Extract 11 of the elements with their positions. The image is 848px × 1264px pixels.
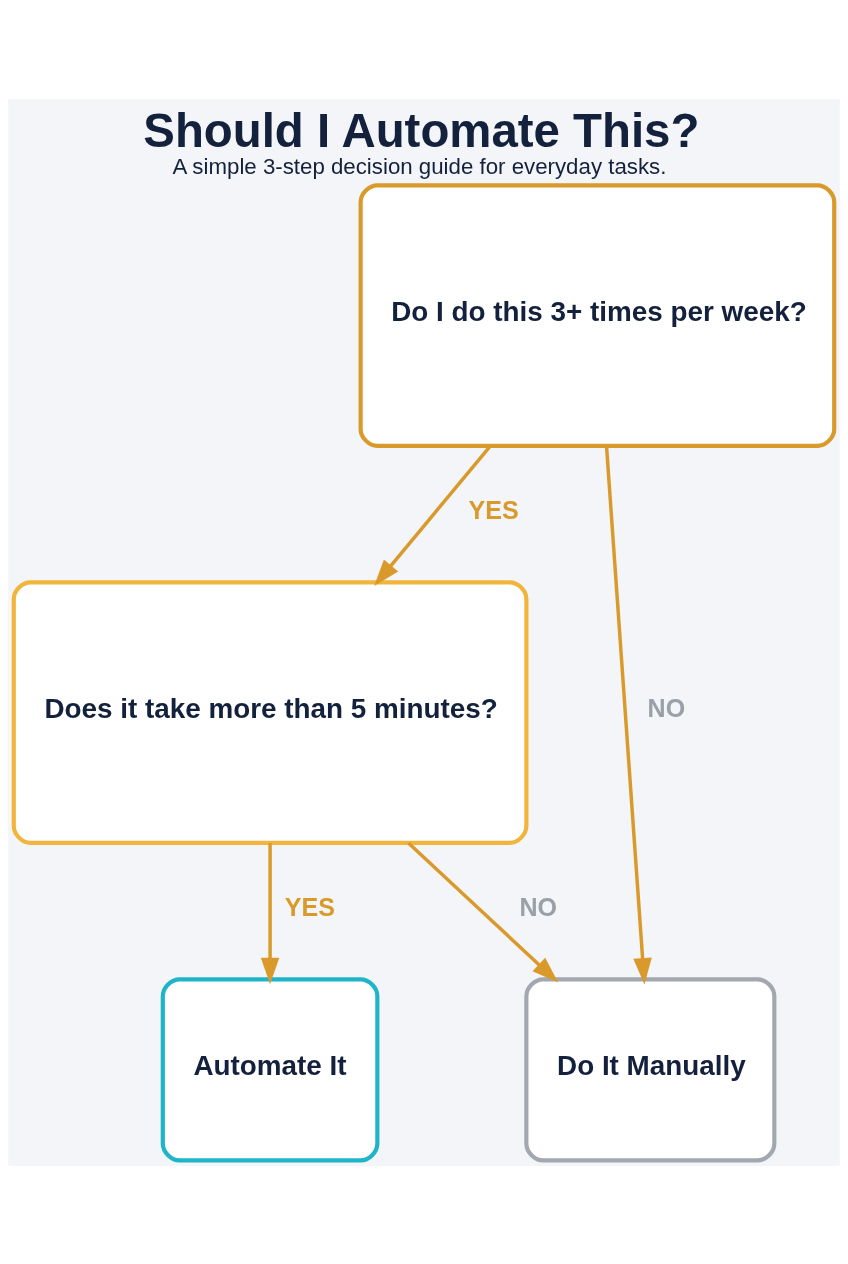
arrow <box>260 842 280 984</box>
node-box: Do It Manually <box>524 976 777 1162</box>
edge-label: YES <box>468 495 519 524</box>
arrow <box>407 841 559 983</box>
node-box: Do I do this 3+ times per week? <box>358 182 837 448</box>
arrow <box>604 445 652 984</box>
edge-label: YES <box>284 892 335 921</box>
edge-label: NO <box>647 693 686 722</box>
node-box: Does it take more than 5 minutes? <box>11 579 529 845</box>
node-box: Automate It <box>160 976 380 1162</box>
edge-label: NO <box>519 892 558 921</box>
